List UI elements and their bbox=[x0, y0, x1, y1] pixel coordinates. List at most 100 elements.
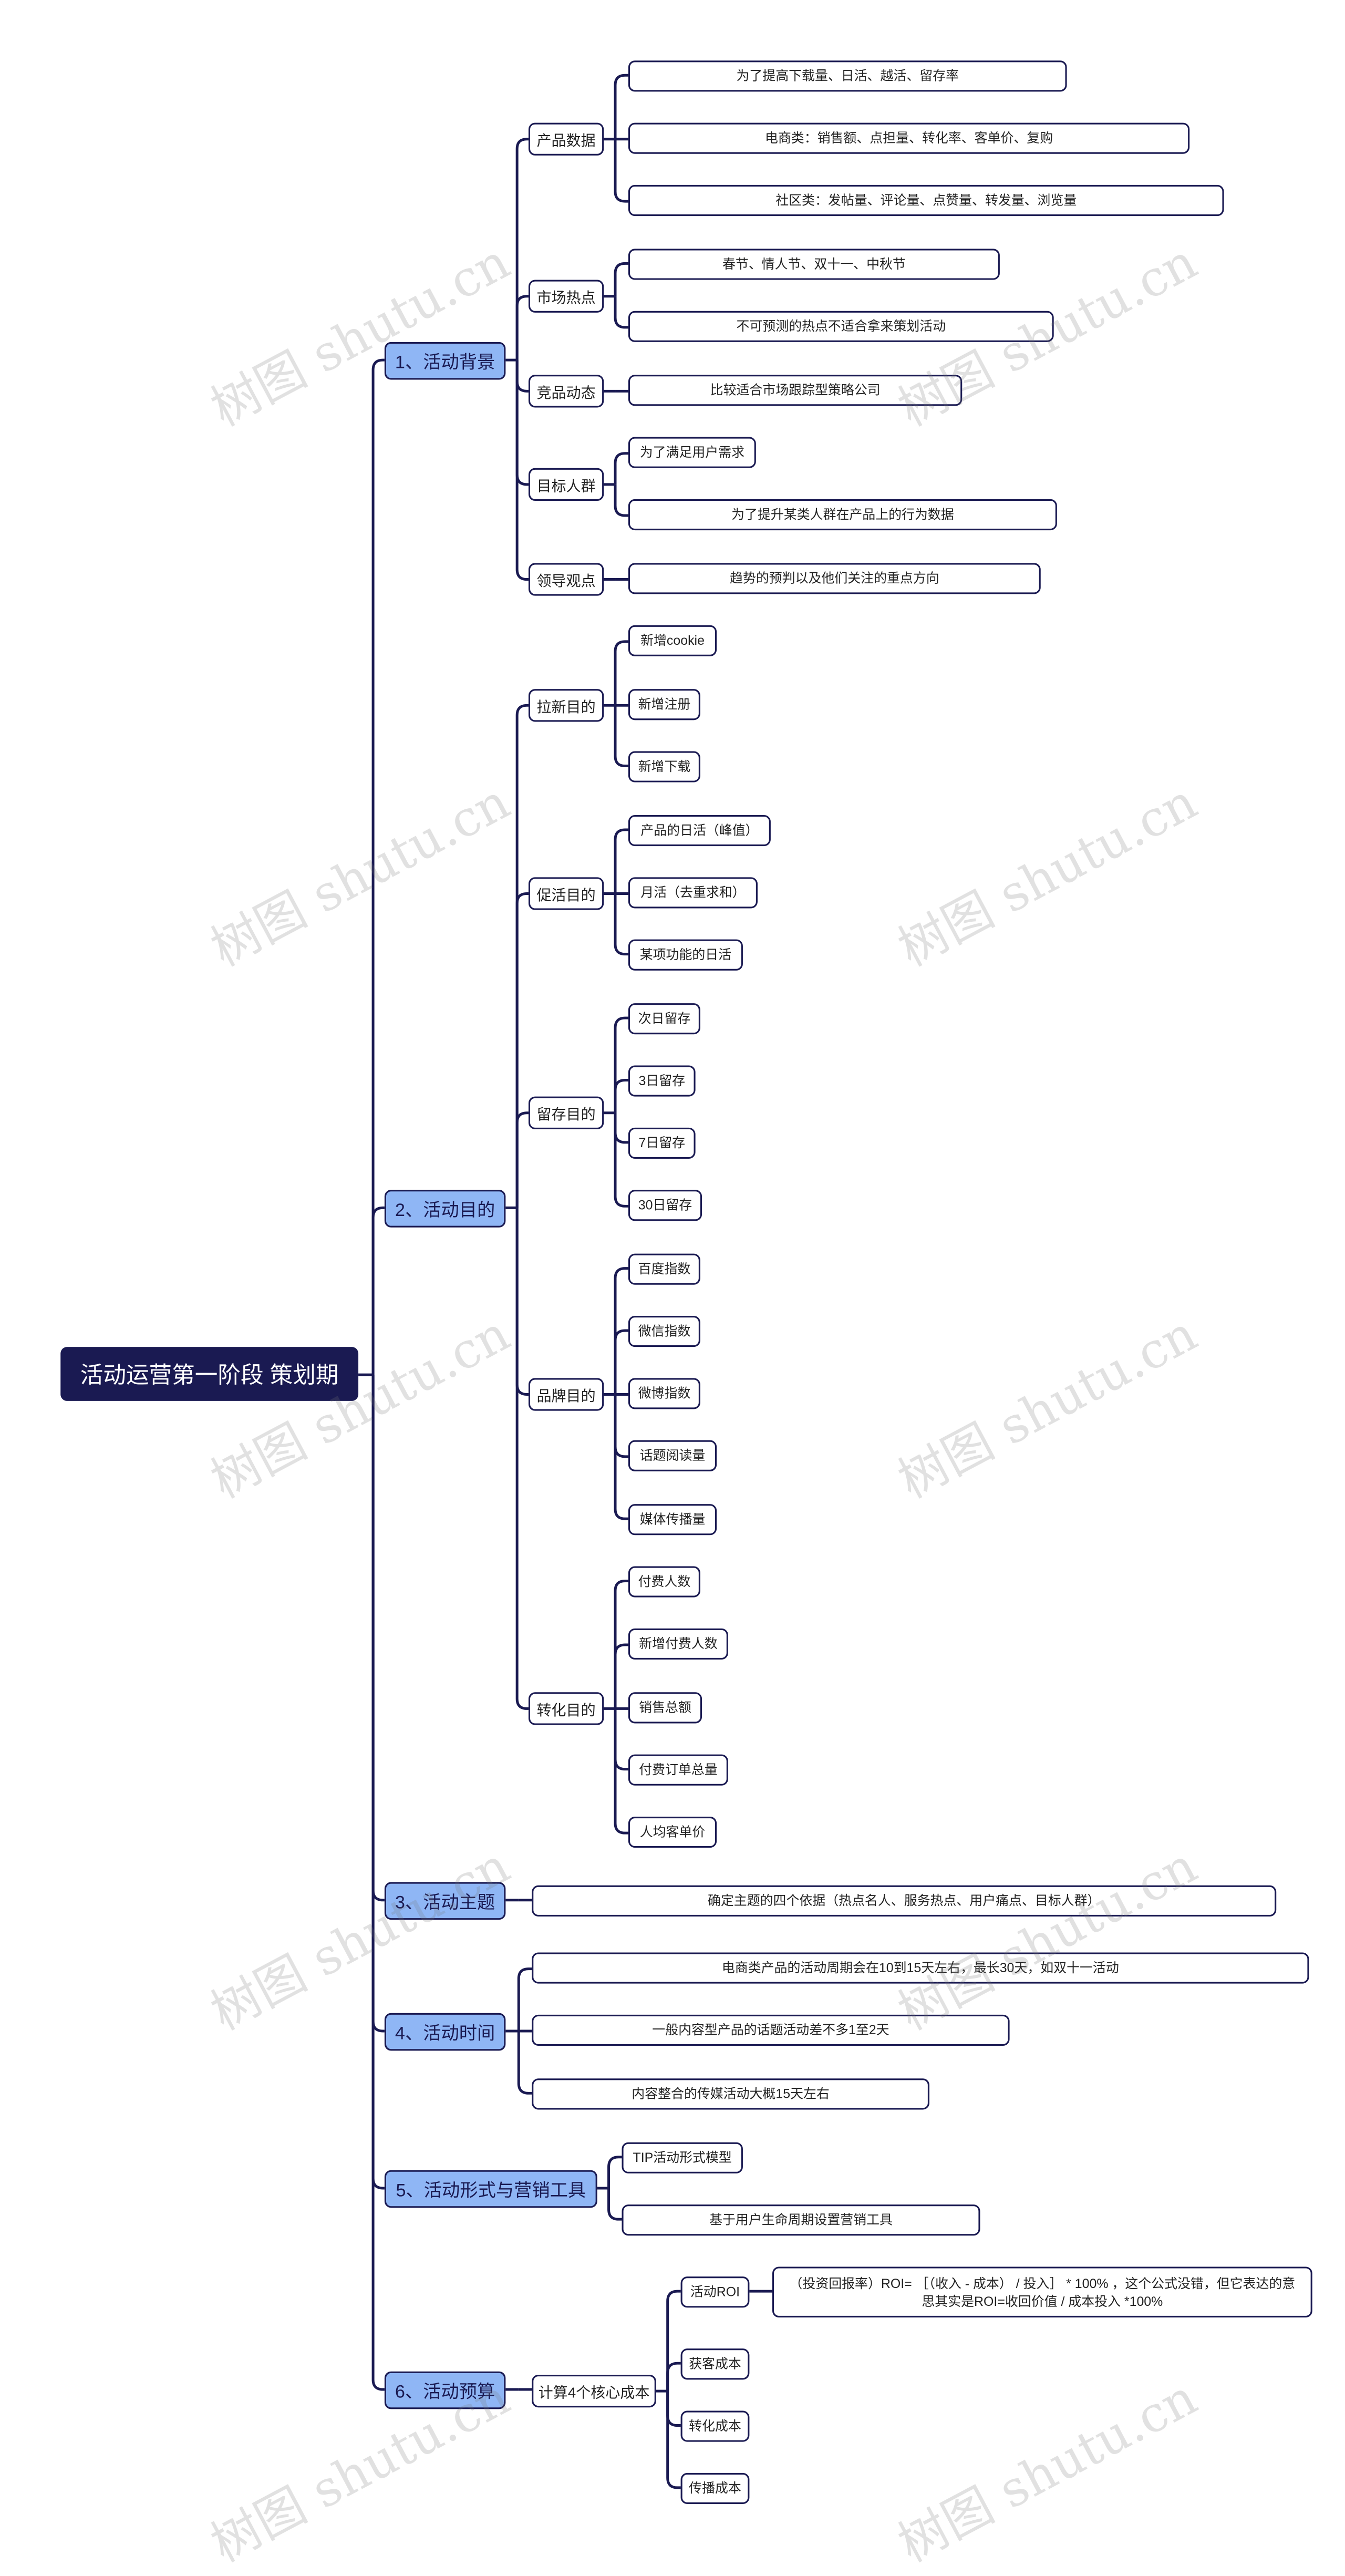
connector-lines bbox=[358, 74, 772, 2489]
subtopic-node[interactable]: 活动ROI bbox=[680, 2276, 750, 2308]
topic-node[interactable]: 促活目的 bbox=[528, 877, 604, 910]
connector-line bbox=[614, 893, 628, 956]
connector-line bbox=[614, 262, 628, 296]
connector-line bbox=[515, 892, 529, 1208]
leaf-node[interactable]: 不可预测的热点不适合拿来策划活动 bbox=[628, 311, 1054, 342]
leaf-node[interactable]: 为了提高下载量、日活、越活、留存率 bbox=[628, 60, 1067, 92]
leaf-node[interactable]: 话题阅读量 bbox=[628, 1440, 717, 1471]
connector-line bbox=[515, 1208, 529, 1710]
leaf-node[interactable]: 付费订单总量 bbox=[628, 1754, 728, 1786]
connector-line bbox=[614, 484, 628, 517]
leaf-node[interactable]: 7日留存 bbox=[628, 1127, 696, 1159]
leaf-node[interactable]: 电商类产品的活动周期会在10到15天左右，最长30天，如双十一活动 bbox=[532, 1952, 1309, 1984]
connector-line bbox=[371, 358, 385, 1375]
connector-line bbox=[666, 2362, 681, 2392]
root-node[interactable]: 活动运营第一阶段 策划期 bbox=[60, 1347, 359, 1401]
connector-line bbox=[614, 1708, 628, 1771]
leaf-node[interactable]: 销售总额 bbox=[628, 1692, 702, 1724]
leaf-node[interactable]: TIP活动形式模型 bbox=[622, 2142, 743, 2173]
connector-line bbox=[515, 704, 529, 1208]
leaf-node[interactable]: 春节、情人节、双十一、中秋节 bbox=[628, 249, 1000, 280]
connector-line bbox=[614, 1112, 628, 1208]
topic-node[interactable]: 拉新目的 bbox=[528, 689, 604, 722]
connector-line bbox=[666, 2290, 681, 2392]
branch-3-node[interactable]: 3、活动主题 bbox=[384, 1882, 506, 1920]
connector-line bbox=[517, 1967, 532, 2031]
connector-line bbox=[371, 1375, 385, 1902]
leaf-node[interactable]: 新增cookie bbox=[628, 625, 717, 656]
leaf-node[interactable]: 新增付费人数 bbox=[628, 1628, 728, 1660]
leaf-node[interactable]: 媒体传播量 bbox=[628, 1504, 717, 1536]
branch-1-node[interactable]: 1、活动背景 bbox=[384, 342, 506, 380]
topic-node[interactable]: 计算4个核心成本 bbox=[532, 2374, 656, 2408]
leaf-node[interactable]: 确定主题的四个依据（热点名人、服务热点、用户痛点、目标人群） bbox=[532, 1885, 1277, 1916]
connector-line bbox=[666, 2391, 681, 2489]
connector-line bbox=[614, 452, 628, 485]
branch-5-node[interactable]: 5、活动形式与营销工具 bbox=[384, 2170, 597, 2208]
leaf-node[interactable]: 新增注册 bbox=[628, 689, 700, 720]
leaf-node[interactable]: 内容整合的传媒活动大概15天左右 bbox=[532, 2078, 929, 2110]
connector-line bbox=[614, 1708, 628, 1835]
connector-line bbox=[614, 1267, 628, 1395]
connector-line bbox=[607, 2188, 622, 2221]
connector-line bbox=[614, 1394, 628, 1458]
connector-line bbox=[614, 640, 628, 706]
leaf-node[interactable]: （投资回报率）ROI= ［（收入 - 成本） / 投入］ * 100% ，这个公… bbox=[772, 2266, 1312, 2317]
topic-node[interactable]: 转化目的 bbox=[528, 1692, 604, 1725]
topic-node[interactable]: 领导观点 bbox=[528, 563, 604, 596]
subtopic-node[interactable]: 获客成本 bbox=[680, 2348, 750, 2380]
topic-node[interactable]: 产品数据 bbox=[528, 122, 604, 156]
leaf-node[interactable]: 新增下载 bbox=[628, 751, 700, 782]
leaf-node[interactable]: 比较适合市场跟踪型策略公司 bbox=[628, 375, 963, 406]
leaf-node[interactable]: 次日留存 bbox=[628, 1003, 700, 1035]
subtopic-node[interactable]: 传播成本 bbox=[680, 2472, 750, 2505]
connector-line bbox=[515, 360, 529, 486]
leaf-node[interactable]: 微信指数 bbox=[628, 1315, 700, 1347]
connector-line bbox=[614, 296, 628, 329]
subtopic-node[interactable]: 转化成本 bbox=[680, 2410, 750, 2442]
leaf-node[interactable]: 一般内容型产品的话题活动差不多1至2天 bbox=[532, 2014, 1010, 2046]
connector-line bbox=[614, 139, 628, 203]
connector-line bbox=[614, 1112, 628, 1144]
connector-line bbox=[515, 360, 529, 581]
connector-line bbox=[614, 1394, 628, 1520]
connector-line bbox=[371, 1375, 385, 2190]
connector-line bbox=[614, 1580, 628, 1709]
connector-line bbox=[666, 2391, 681, 2427]
branch-2-node[interactable]: 2、活动目的 bbox=[384, 1190, 506, 1228]
connector-line bbox=[515, 138, 529, 360]
connector-line bbox=[515, 1111, 529, 1208]
leaf-node[interactable]: 社区类：发帖量、评论量、点赞量、转发量、浏览量 bbox=[628, 184, 1224, 217]
leaf-node[interactable]: 人均客单价 bbox=[628, 1816, 717, 1848]
connector-line bbox=[614, 1329, 628, 1395]
leaf-node[interactable]: 月活（去重求和） bbox=[628, 877, 758, 909]
branch-4-node[interactable]: 4、活动时间 bbox=[384, 2013, 506, 2051]
leaf-node[interactable]: 3日留存 bbox=[628, 1065, 696, 1097]
topic-node[interactable]: 品牌目的 bbox=[528, 1378, 604, 1411]
topic-node[interactable]: 留存目的 bbox=[528, 1096, 604, 1129]
leaf-node[interactable]: 为了满足用户需求 bbox=[628, 437, 756, 468]
topic-node[interactable]: 目标人群 bbox=[528, 468, 604, 501]
leaf-node[interactable]: 电商类：销售额、点担量、转化率、客单价、复购 bbox=[628, 122, 1190, 154]
leaf-node[interactable]: 百度指数 bbox=[628, 1253, 700, 1285]
connector-line bbox=[614, 828, 628, 894]
connector-line bbox=[515, 1208, 529, 1396]
leaf-node[interactable]: 趋势的预判以及他们关注的重点方向 bbox=[628, 563, 1041, 594]
leaf-node[interactable]: 某项功能的日活 bbox=[628, 939, 743, 971]
topic-node[interactable]: 市场热点 bbox=[528, 280, 604, 313]
connector-line bbox=[614, 74, 628, 139]
leaf-node[interactable]: 微博指数 bbox=[628, 1378, 700, 1409]
connector-line bbox=[614, 1016, 628, 1113]
connector-line bbox=[607, 2156, 622, 2188]
leaf-node[interactable]: 产品的日活（峰值） bbox=[628, 815, 771, 847]
leaf-node[interactable]: 30日留存 bbox=[628, 1190, 702, 1221]
leaf-node[interactable]: 为了提升某类人群在产品上的行为数据 bbox=[628, 499, 1057, 531]
leaf-node[interactable]: 付费人数 bbox=[628, 1566, 700, 1598]
leaf-node[interactable]: 基于用户生命周期设置营销工具 bbox=[622, 2204, 980, 2236]
connector-line bbox=[614, 1643, 628, 1709]
branch-6-node[interactable]: 6、活动预算 bbox=[384, 2371, 506, 2409]
topic-node[interactable]: 竞品动态 bbox=[528, 375, 604, 408]
connector-line bbox=[371, 1206, 385, 1375]
connector-line bbox=[614, 705, 628, 768]
connector-line bbox=[515, 360, 529, 393]
